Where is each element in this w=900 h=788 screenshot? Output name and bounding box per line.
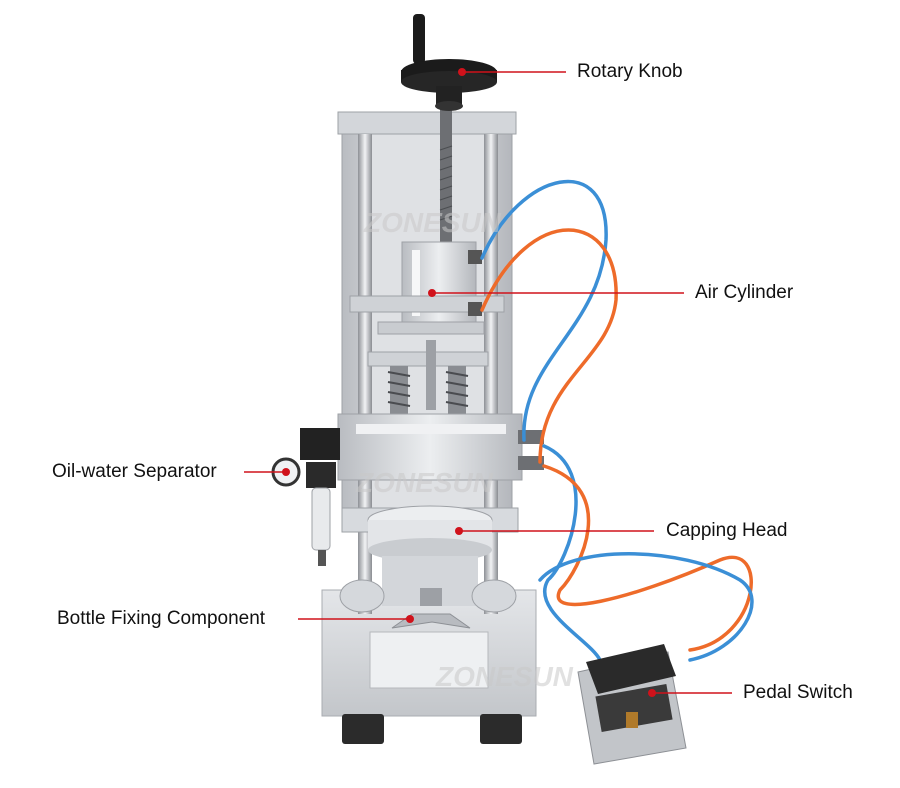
capping-block xyxy=(337,413,544,481)
spring-assembly xyxy=(367,340,489,414)
capping-head xyxy=(341,505,519,606)
callout-dots xyxy=(282,68,656,697)
rotary-knob xyxy=(401,14,497,111)
pedal-switch xyxy=(577,644,687,765)
label-capping-head: Capping Head xyxy=(666,520,788,541)
watermark-bottom: ZONESUN xyxy=(435,661,574,692)
label-rotary-knob: Rotary Knob xyxy=(577,61,683,82)
callout-lines xyxy=(244,71,732,694)
label-oil-water-separator: Oil-water Separator xyxy=(52,461,217,482)
label-pedal-switch: Pedal Switch xyxy=(743,682,853,703)
screw-threads xyxy=(439,145,453,221)
watermark-middle: ZONESUN xyxy=(355,467,494,498)
air-cylinder xyxy=(349,241,505,335)
label-bottle-fixing-component: Bottle Fixing Component xyxy=(57,608,266,629)
label-air-cylinder: Air Cylinder xyxy=(695,282,794,303)
oil-water-separator xyxy=(271,428,340,566)
watermark-top: ZONESUN xyxy=(363,207,502,238)
